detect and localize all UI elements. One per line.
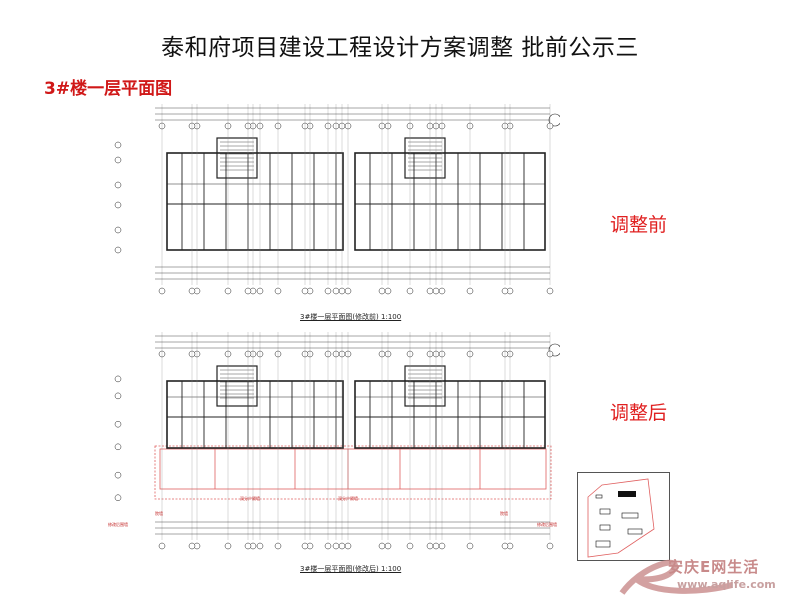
floor-plan-after: 双分户隔墙 双分户隔墙 院墙 院墙 修改后围墙 修改后围墙 <box>100 328 560 560</box>
label-after: 调整后 <box>610 402 668 424</box>
modified-area-outline <box>154 445 552 500</box>
axis-bubble <box>384 542 392 550</box>
axis-bubble <box>158 287 166 295</box>
watermark-logo-icon <box>619 559 733 595</box>
annotation-fence-2: 修改后围墙 <box>537 521 557 527</box>
axis-bubble <box>301 542 309 550</box>
axis-bubble <box>114 443 122 451</box>
axis-bubble <box>114 181 122 189</box>
axis-bubble <box>501 542 509 550</box>
axis-bubble <box>546 287 554 295</box>
axis-bubble <box>114 392 122 400</box>
axis-bubble <box>114 201 122 209</box>
axis-bubble <box>324 287 332 295</box>
axis-bubble <box>332 287 340 295</box>
axis-bubble <box>438 542 446 550</box>
plan-after-caption: 3#楼一层平面图(修改后) 1:100 <box>300 565 402 573</box>
axis-bubble <box>301 287 309 295</box>
axis-bubble <box>406 542 414 550</box>
annotation-party-wall-1: 双分户隔墙 <box>240 495 260 501</box>
page-title: 泰和府项目建设工程设计方案调整 批前公示三 <box>161 35 639 61</box>
watermark-url: www.aqlife.com <box>677 578 776 591</box>
axis-bubble <box>114 246 122 254</box>
annotation-party-wall-2: 双分户隔墙 <box>338 495 358 501</box>
axis-bubble <box>224 542 232 550</box>
yard-wall <box>159 448 547 490</box>
annotation-fence-1: 修改后围墙 <box>108 521 128 527</box>
axis-bubble <box>546 542 554 550</box>
stair-core <box>404 365 446 407</box>
axis-bubble <box>158 542 166 550</box>
stair-core <box>216 365 258 407</box>
axis-bubble <box>224 287 232 295</box>
axis-bubble <box>426 542 434 550</box>
axis-bubble <box>114 471 122 479</box>
axis-bubble <box>244 287 252 295</box>
axis-bubble <box>466 287 474 295</box>
axis-bubble <box>384 287 392 295</box>
axis-bubble <box>332 542 340 550</box>
axis-bubble <box>114 375 122 383</box>
axis-bubble <box>114 156 122 164</box>
axis-bubble <box>426 287 434 295</box>
label-before: 调整前 <box>610 214 668 236</box>
annotation-yard-wall-2: 院墙 <box>500 510 508 516</box>
axis-bubble <box>114 226 122 234</box>
stair-core <box>216 137 258 179</box>
axis-bubble <box>256 542 264 550</box>
annotation-yard-wall-1: 院墙 <box>155 510 163 516</box>
axis-bubble <box>432 542 440 550</box>
axis-bubble <box>114 141 122 149</box>
axis-bubble <box>378 542 386 550</box>
axis-bubble <box>406 287 414 295</box>
axis-bubble <box>274 542 282 550</box>
axis-bubble <box>114 494 122 502</box>
axis-bubble <box>501 287 509 295</box>
axis-bubble <box>274 287 282 295</box>
axis-bubble <box>432 287 440 295</box>
axis-bubble <box>466 542 474 550</box>
axis-bubble <box>256 287 264 295</box>
stair-core <box>404 137 446 179</box>
axis-bubble <box>244 542 252 550</box>
axis-bubble <box>344 542 352 550</box>
north-arrow-icon <box>548 343 560 357</box>
axis-bubble <box>324 542 332 550</box>
section-subtitle: 3#楼一层平面图 <box>44 79 173 99</box>
building-outline <box>354 380 546 449</box>
axis-bubble <box>188 287 196 295</box>
plan-before-caption: 3#楼一层平面图(修改前) 1:100 <box>300 313 402 321</box>
axis-bubble <box>344 287 352 295</box>
site-plan-thumbnail <box>577 472 670 561</box>
watermark-name: 安庆E网生活 <box>668 558 760 576</box>
building-outline <box>166 152 344 251</box>
axis-bubble <box>438 287 446 295</box>
axis-bubble <box>338 542 346 550</box>
axis-bubble <box>188 542 196 550</box>
axis-bubble <box>338 287 346 295</box>
axis-bubble <box>378 287 386 295</box>
building-outline <box>166 380 344 449</box>
floor-plan-before <box>100 100 560 305</box>
building-outline <box>354 152 546 251</box>
axis-bubble <box>114 420 122 428</box>
